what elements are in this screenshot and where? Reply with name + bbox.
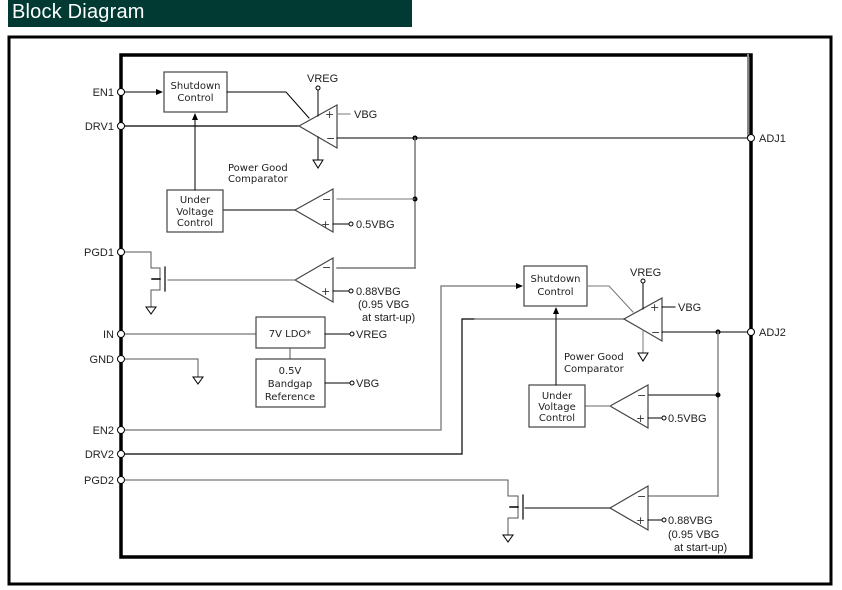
pin-label: EN1 <box>93 87 114 99</box>
ref-label: (0.95 VBG <box>358 299 409 311</box>
arrow-en2 <box>516 283 523 289</box>
ground-icon <box>312 159 324 169</box>
ref-label: (0.95 VBG <box>668 529 719 541</box>
node <box>348 221 354 227</box>
uv-control-2 <box>528 384 586 428</box>
pin-en2 <box>117 426 125 434</box>
vbg-label: VBG <box>678 302 701 314</box>
block-label: Control <box>177 218 213 229</box>
pin-label: IN <box>103 329 114 341</box>
minus-sign: − <box>637 490 646 503</box>
pin-pgd1 <box>117 248 125 256</box>
minus-sign: − <box>322 193 331 206</box>
pg-label: Power Good <box>564 352 624 363</box>
bandgap-out-label: VBG <box>356 378 379 390</box>
block-label: Control <box>537 287 573 298</box>
plus-sign: + <box>325 108 334 121</box>
ground-icon <box>502 534 514 543</box>
block-label: Under <box>180 195 211 206</box>
ground-icon <box>637 352 649 362</box>
pin-label: ADJ1 <box>759 133 786 145</box>
pg-comparator-1 <box>293 256 334 304</box>
wire-sd2-amp <box>586 285 634 313</box>
ldo-label: 7V LDO* <box>269 329 312 340</box>
ref-label: 0.88VBG <box>356 286 401 298</box>
chip-boundary <box>119 53 753 559</box>
pin-in <box>117 330 125 338</box>
block-label: Under <box>542 391 573 402</box>
pin-label: EN2 <box>93 425 114 437</box>
mosfet-1 <box>124 251 161 308</box>
vbg-label: VBG <box>354 109 377 121</box>
plus-sign: + <box>636 412 645 425</box>
wire-en2 <box>124 285 521 431</box>
minus-sign: − <box>651 326 660 339</box>
pin-label: ADJ2 <box>759 327 786 339</box>
plus-sign: + <box>650 301 659 314</box>
amp1-vreg-node <box>315 85 321 91</box>
uv-comparator-2 <box>608 383 649 430</box>
block-label: Shutdown <box>171 81 221 92</box>
pg-label: Power Good <box>228 163 288 174</box>
plus-sign: + <box>321 218 330 231</box>
pin-label: PGD1 <box>84 247 114 259</box>
plus-sign: + <box>321 285 330 298</box>
pin-en1 <box>117 88 125 96</box>
pin-label: DRV2 <box>85 449 114 461</box>
bandgap-label: Reference <box>265 392 315 403</box>
shutdown-control-2 <box>523 265 588 307</box>
pg-label: Comparator <box>228 174 289 185</box>
wire-sd1-amp <box>226 91 310 119</box>
uv-comparator-1 <box>293 187 334 234</box>
vreg-label: VREG <box>630 267 661 279</box>
shutdown-control-1 <box>163 71 228 113</box>
pin-label: PGD2 <box>84 475 114 487</box>
pin-adj2 <box>747 328 755 336</box>
wire-gnd <box>124 358 199 378</box>
bandgap-label: Bandgap <box>268 379 313 390</box>
vreg-label: VREG <box>307 73 338 85</box>
mosfet-2 <box>124 479 519 536</box>
minus-sign: − <box>637 389 646 402</box>
pin-gnd <box>117 355 125 363</box>
ground-icon <box>145 306 157 315</box>
arrow-up <box>553 307 559 314</box>
plus-sign: + <box>636 514 645 527</box>
ground-icon <box>192 376 204 385</box>
outer-frame <box>7 35 833 586</box>
block-label: Shutdown <box>531 274 581 285</box>
node <box>349 331 355 337</box>
node <box>349 380 355 386</box>
pin-adj1 <box>747 134 755 142</box>
ref-label: 0.5VBG <box>356 219 395 231</box>
bandgap-label: 0.5V <box>279 366 302 377</box>
pg-label: Comparator <box>564 364 625 375</box>
ref-label: 0.5VBG <box>668 413 707 425</box>
arrow-up <box>192 113 198 120</box>
pin-label: GND <box>90 354 115 366</box>
arrow-en1 <box>156 89 163 95</box>
amp2-vreg-node <box>640 278 646 284</box>
pin-drv1 <box>117 122 125 130</box>
block-label: Control <box>177 93 213 104</box>
pin-drv2 <box>117 450 125 458</box>
ref-label: at start-up) <box>362 312 415 324</box>
node <box>661 415 667 421</box>
ref-label: 0.88VBG <box>668 515 713 527</box>
pin-pgd2 <box>117 476 125 484</box>
page-title: Block Diagram <box>12 1 145 23</box>
ref-label: at start-up) <box>674 542 727 554</box>
ldo-out-label: VREG <box>356 329 387 341</box>
block-label: Control <box>539 413 575 424</box>
block-label: Voltage <box>176 207 214 218</box>
title-bar: Block Diagram <box>8 0 412 27</box>
pg-comparator-2 <box>608 484 649 532</box>
node <box>661 517 667 523</box>
block-label: Voltage <box>538 402 576 413</box>
minus-sign: − <box>322 261 331 274</box>
node <box>348 288 354 294</box>
pin-label: DRV1 <box>85 121 114 133</box>
minus-sign: − <box>326 132 335 145</box>
